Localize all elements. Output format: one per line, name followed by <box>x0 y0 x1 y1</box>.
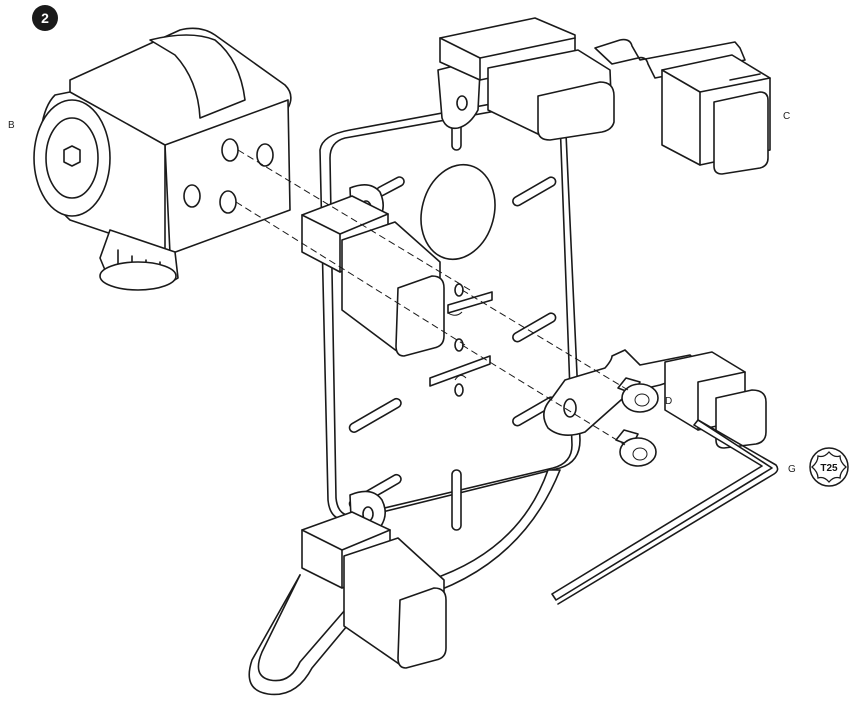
spacer-shim <box>447 291 493 314</box>
torx-drive-icon: T25 <box>809 447 849 487</box>
bottom-clamp <box>301 490 447 669</box>
torx-size: T25 <box>820 463 838 474</box>
alignment-lines <box>235 149 629 446</box>
label-b: B <box>8 120 15 131</box>
spacer-shim <box>429 355 491 387</box>
label-c: C <box>783 111 790 122</box>
mounting-plate <box>319 93 581 531</box>
torx-key <box>551 419 779 605</box>
left-clamp <box>301 184 445 357</box>
step-number: 2 <box>41 10 49 26</box>
screw-upper <box>617 377 659 413</box>
plate-center-hole <box>420 163 496 261</box>
sensor-unit <box>33 27 292 291</box>
screw-lower <box>615 429 657 467</box>
label-d: D <box>665 396 672 407</box>
step-badge: 2 <box>32 5 58 31</box>
label-g: G <box>788 464 796 475</box>
top-clamp <box>437 17 771 175</box>
